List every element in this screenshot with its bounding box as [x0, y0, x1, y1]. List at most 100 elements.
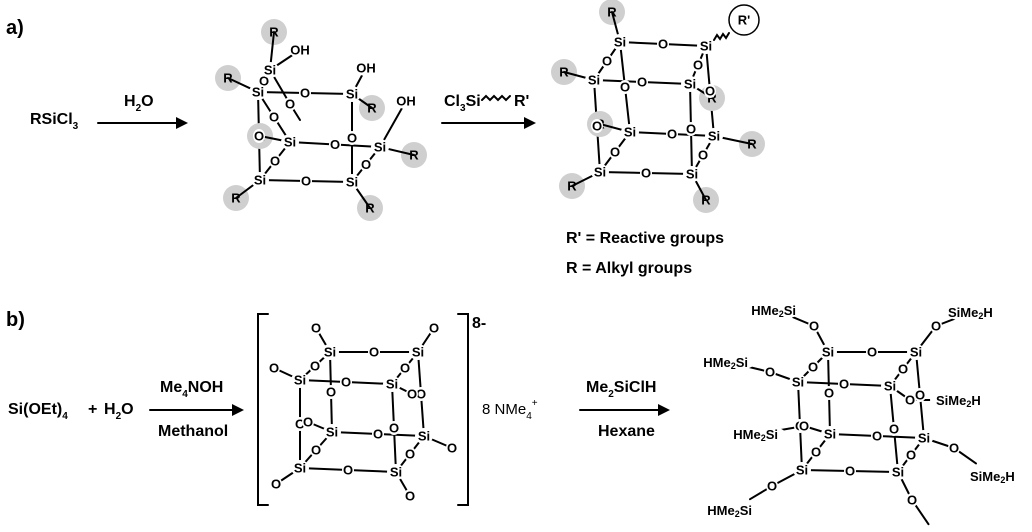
silicon-atom: Si	[796, 463, 808, 478]
alkyl-r-label: R	[367, 101, 377, 116]
silicon-atom: Si	[252, 85, 264, 100]
atom-backdrop	[697, 38, 715, 54]
atom-backdrop	[930, 391, 990, 409]
reactive-group-circle	[728, 4, 760, 36]
atom-backdrop	[871, 429, 883, 443]
atom-backdrop	[657, 37, 669, 51]
alkyl-r-label: R	[365, 201, 375, 216]
oxygen-atom: O	[400, 361, 410, 376]
silanol-cage-bonds	[215, 19, 427, 221]
silicon-atom: Si	[264, 63, 276, 78]
oxygen-atom: O	[310, 359, 320, 374]
silicon-atom: Si	[824, 427, 836, 442]
oxygen-atom: O	[867, 345, 877, 360]
oxygen-atom: O	[905, 393, 915, 408]
atom-backdrop	[888, 422, 900, 436]
atom-backdrop	[404, 489, 416, 503]
oxygen-atom: O	[811, 445, 821, 460]
silicon-atom: Si	[324, 345, 336, 360]
silicon-atom: Si	[918, 431, 930, 446]
oxygen-atom: O	[686, 122, 696, 137]
atom-backdrop	[343, 174, 361, 190]
atom-backdrop	[371, 139, 389, 155]
atom-backdrop	[249, 84, 267, 100]
atom-backdrop	[268, 110, 280, 124]
hydroxyl-label: OH	[290, 43, 310, 58]
atom-backdrop	[705, 128, 723, 144]
oxygen-atom: O	[949, 441, 959, 456]
alkyl-r-label: R	[231, 191, 241, 206]
arrow-b1-head	[232, 404, 244, 416]
oxygen-atom: O	[915, 388, 925, 403]
atom-backdrop	[889, 464, 907, 480]
atom-backdrop	[766, 479, 778, 493]
atom-backdrop	[310, 443, 322, 457]
atom-backdrop	[866, 345, 878, 359]
atom-backdrop	[748, 301, 804, 319]
alkyl-r-label: R	[223, 71, 233, 86]
arrow-a2-head	[524, 117, 536, 129]
reagent-chlorosilane: Cl3Si	[444, 93, 481, 114]
atom-backdrop	[619, 80, 631, 94]
atom-backdrop	[640, 166, 652, 180]
reactant-water-b: H2O	[104, 401, 134, 422]
silicon-atom: Si	[254, 173, 266, 188]
oxygen-atom: O	[369, 345, 379, 360]
oxygen-atom: O	[303, 415, 313, 430]
atom-backdrop	[406, 387, 418, 401]
oxygen-atom: O	[270, 154, 280, 169]
atom-backdrop	[906, 493, 918, 507]
atom-backdrop	[300, 174, 312, 188]
atom-backdrop	[323, 424, 341, 440]
atom-backdrop	[309, 359, 321, 373]
wavy-linker-icon	[713, 32, 730, 41]
silicon-atom: Si	[684, 77, 696, 92]
alkyl-r-label: R	[559, 65, 569, 80]
oxygen-atom: O	[405, 489, 415, 504]
oxygen-atom: O	[839, 377, 849, 392]
oxygen-atom: O	[405, 447, 415, 462]
hydrodimethylsilyl-right: SiMe2H	[936, 393, 981, 410]
atom-backdrop	[681, 76, 699, 92]
legend-alkyl-groups: R = Alkyl groups	[566, 260, 692, 277]
oxygen-atom: O	[361, 157, 371, 172]
atom-backdrop	[251, 172, 269, 188]
atom-backdrop	[807, 360, 819, 374]
atom-backdrop	[844, 464, 856, 478]
panel-b-label: b)	[6, 309, 25, 331]
oxygen-atom: O	[808, 360, 818, 375]
bracket-left	[257, 313, 269, 506]
atom-backdrop	[585, 72, 603, 88]
atom-backdrop	[321, 344, 339, 360]
arrow-a1-head	[176, 117, 188, 129]
atom-backdrop	[372, 427, 384, 441]
atom-backdrop	[730, 425, 786, 443]
atom-backdrop	[404, 447, 416, 461]
reagent-r-prime: R'	[514, 93, 529, 110]
hydrodimethylsilyl-left: HMe2Si	[733, 427, 778, 444]
atom-backdrop	[340, 375, 352, 389]
atom-backdrop	[942, 303, 1002, 321]
silicon-atom: Si	[594, 165, 606, 180]
silicon-atom: Si	[346, 87, 358, 102]
silane-functional-bonds	[745, 316, 977, 526]
oxygen-atom: O	[889, 422, 899, 437]
silicon-atom: Si	[624, 125, 636, 140]
atom-backdrop	[395, 93, 417, 109]
oxygen-atom: O	[416, 387, 426, 402]
atom-backdrop	[897, 362, 909, 376]
atom-backdrop	[355, 60, 377, 76]
atom-backdrop	[261, 62, 279, 78]
silicon-atom: Si	[892, 465, 904, 480]
oxygen-atom: O	[693, 58, 703, 73]
atom-backdrop	[346, 131, 358, 145]
panel-a-label: a)	[6, 17, 24, 39]
atom-backdrop	[810, 445, 822, 459]
hydrodimethylsilyl-right: SiMe2H	[970, 469, 1015, 486]
atom-backdrop	[281, 134, 299, 150]
atom-backdrop	[291, 372, 309, 388]
silicon-atom: Si	[588, 73, 600, 88]
atom-backdrop	[697, 148, 709, 162]
